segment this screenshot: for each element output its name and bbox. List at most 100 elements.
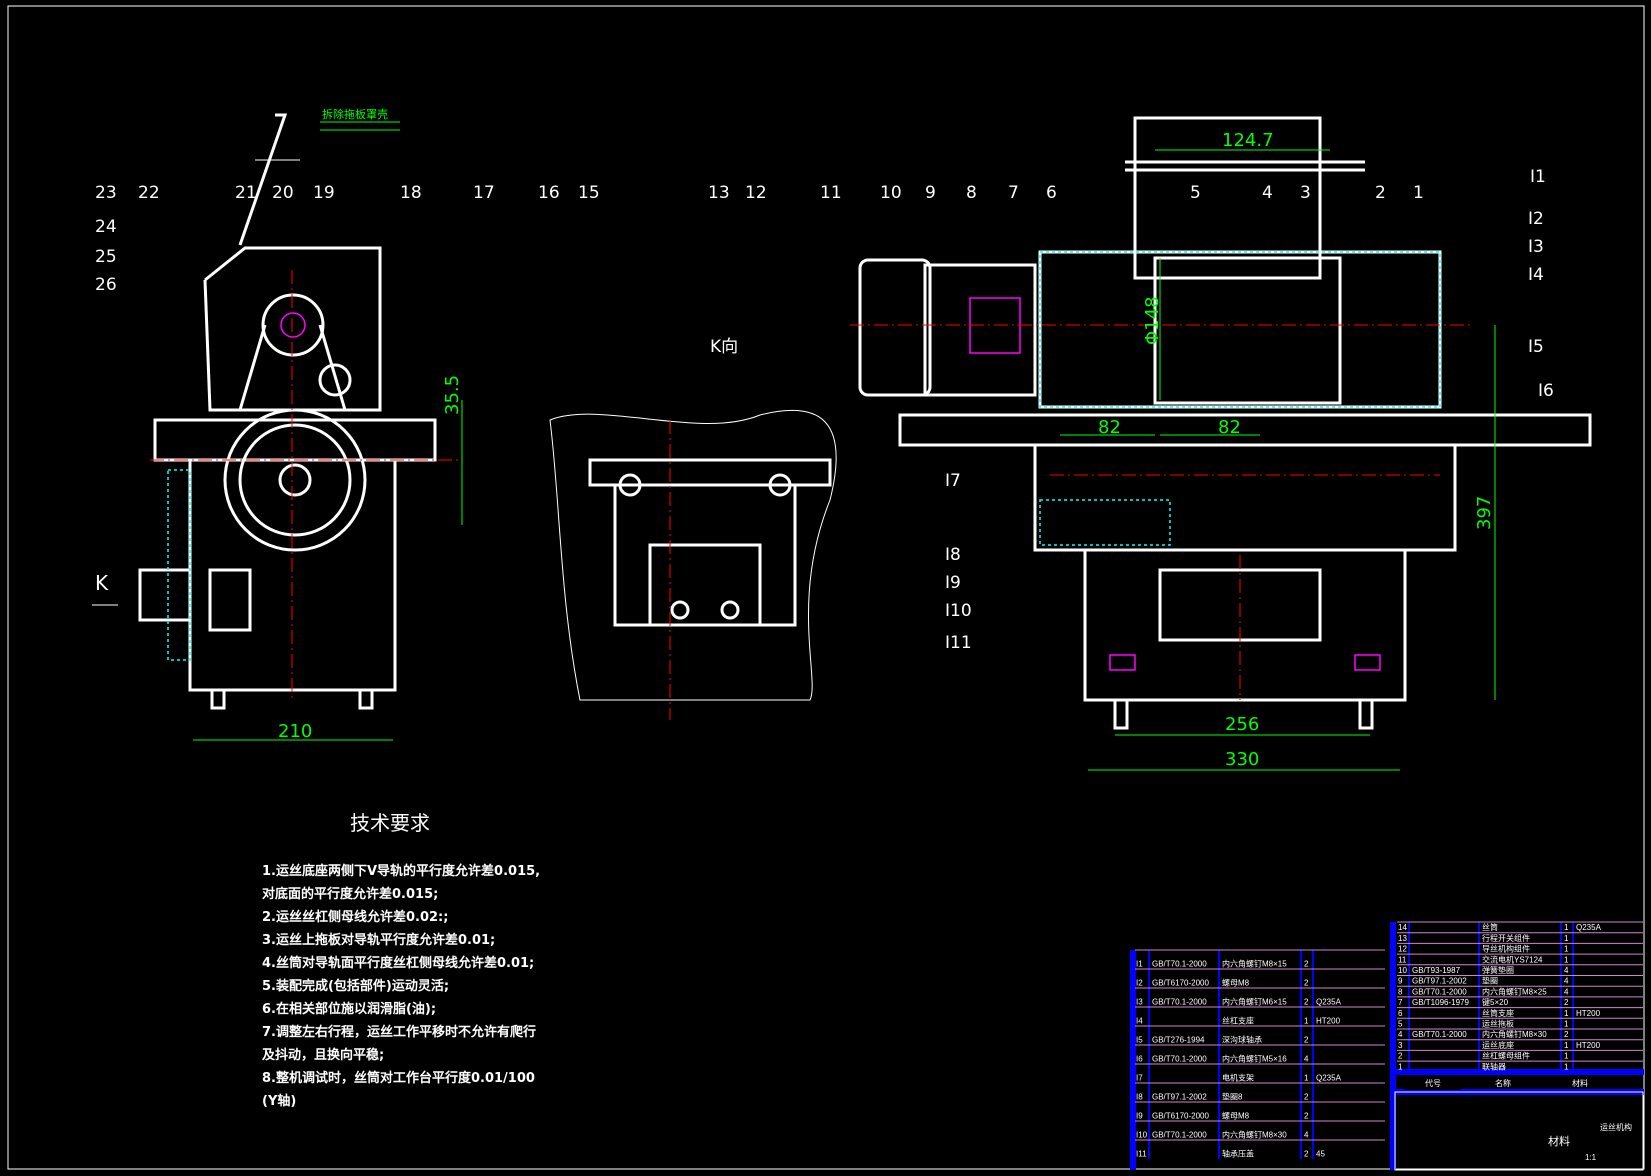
- bom-cell: 9: [1398, 977, 1403, 986]
- balloon-10: 10: [880, 183, 902, 203]
- dim-330: 330: [1225, 749, 1259, 770]
- bom-cell: 内六角螺钉M5×16: [1222, 1054, 1287, 1064]
- bom-cell: 12: [1398, 945, 1407, 954]
- bom-cell: 1: [1304, 1074, 1309, 1083]
- balloon-i11: I11: [945, 633, 972, 653]
- tech-line: 6.在相关部位施以润滑脂(油);: [262, 1001, 436, 1017]
- balloon-i9: I9: [945, 573, 961, 593]
- bom-cell: 7: [1398, 998, 1403, 1007]
- bom-cell: 10: [1398, 966, 1407, 975]
- bom-cell: 弹簧垫圈: [1482, 965, 1514, 975]
- balloon-6: 6: [1046, 183, 1057, 203]
- bom-cell: HT200: [1316, 1017, 1341, 1026]
- bom-cell: GB/T97.1-2002: [1152, 1093, 1207, 1102]
- balloon-7: 7: [1008, 183, 1019, 203]
- dim-124-7: 124.7: [1222, 130, 1274, 151]
- bom-cell: 2: [1304, 960, 1309, 969]
- bom-cell: I11: [1136, 1150, 1147, 1159]
- bom-cell: HT200: [1576, 1009, 1601, 1018]
- bom-cell: 内六角螺钉M8×30: [1482, 1029, 1547, 1039]
- bom-cell: GB/T70.1-2000: [1412, 1030, 1467, 1039]
- bom-cell: 2: [1304, 979, 1309, 988]
- k-arrow-label: K: [95, 571, 109, 595]
- k-view-label: K向: [710, 337, 738, 357]
- bom-cell: 电机支架: [1222, 1073, 1254, 1083]
- bom-cell: 1: [1564, 1020, 1569, 1029]
- balloon-11: 11: [820, 183, 842, 203]
- bom-cell: GB/T6170-2000: [1152, 979, 1209, 988]
- side-view: [138, 113, 463, 741]
- bom-cell: 深沟球轴承: [1222, 1035, 1262, 1045]
- dimensions: 124.7 Φ148 82 82 397 256 330 210 35.5: [278, 130, 1495, 770]
- tech-line: 及抖动，且换向平稳;: [262, 1047, 384, 1063]
- bom-cell: 运丝拖板: [1482, 1019, 1514, 1029]
- balloon-25: 25: [95, 247, 117, 267]
- bom-cell: 2: [1564, 1030, 1569, 1039]
- balloon-labels: 23 22 21 20 19 18 17 16 15 24 25 26 13 1…: [92, 107, 1554, 653]
- bom-cell: Q235A: [1316, 1074, 1342, 1083]
- bom-cell: 2: [1304, 998, 1309, 1007]
- bom-cell: GB/T70.1-2000: [1152, 1131, 1207, 1140]
- bom-cell: GB/T70.1-2000: [1152, 1055, 1207, 1064]
- bom-cell: I3: [1136, 998, 1143, 1007]
- bom-cell: 1: [1564, 955, 1569, 964]
- tech-line: 2.运丝丝杠侧母线允许差0.02:;: [262, 909, 448, 925]
- bom-cell: Q235A: [1576, 923, 1602, 932]
- balloon-i6: I6: [1538, 381, 1554, 401]
- bom-cell: 4: [1304, 1055, 1309, 1064]
- balloon-16: 16: [538, 183, 560, 203]
- bom-cell: GB/T6170-2000: [1152, 1112, 1209, 1121]
- dim-phi148: Φ148: [1142, 296, 1163, 345]
- balloon-13: 13: [708, 183, 730, 203]
- k-view: [549, 409, 837, 720]
- bom-cell: Q235A: [1316, 998, 1342, 1007]
- bom-cell: 2: [1304, 1150, 1309, 1159]
- bom-cell: 行程开关组件: [1482, 933, 1530, 943]
- bom-cell: I7: [1136, 1074, 1143, 1083]
- dim-35-5: 35.5: [442, 375, 463, 415]
- balloon-8: 8: [966, 183, 977, 203]
- bom-cell: 交流电机YS7124: [1482, 954, 1543, 964]
- balloon-3: 3: [1300, 183, 1311, 203]
- bom-cell: 1: [1564, 923, 1569, 932]
- bom-cell: 1: [1398, 1062, 1403, 1071]
- bom-cell: 14: [1398, 923, 1407, 932]
- bom-cell: 11: [1398, 955, 1407, 964]
- bom-cell: 螺母M8: [1222, 1111, 1250, 1121]
- bom-cell: 1: [1564, 1009, 1569, 1018]
- bom-cell: 2: [1304, 1112, 1309, 1121]
- bom-cell: I2: [1136, 979, 1143, 988]
- bom-cell: 垫圈8: [1222, 1092, 1243, 1102]
- balloon-i5: I5: [1528, 337, 1544, 357]
- bom-cell: HT200: [1576, 1041, 1601, 1050]
- bom-cell: 丝杠支座: [1222, 1016, 1254, 1026]
- bom-cell: 垫圈: [1482, 976, 1498, 986]
- bom-cell: 8: [1398, 987, 1403, 996]
- bom-cell: 2: [1398, 1052, 1403, 1061]
- bom-cell: 1: [1564, 1062, 1569, 1071]
- balloon-23: 23: [95, 183, 117, 203]
- bom-cell: GB/T1096-1979: [1412, 998, 1469, 1007]
- drawing-border: [7, 5, 1645, 1170]
- balloon-26: 26: [95, 275, 117, 295]
- bom-cell: 4: [1398, 1030, 1403, 1039]
- bom-cell: 4: [1564, 977, 1569, 986]
- balloon-15: 15: [578, 183, 600, 203]
- bom-cell: I5: [1136, 1036, 1143, 1045]
- bom-cell: 内六角螺钉M8×25: [1482, 986, 1547, 996]
- balloon-1: 1: [1413, 183, 1424, 203]
- bom-cell: 1: [1564, 945, 1569, 954]
- bom-cell: 1: [1564, 934, 1569, 943]
- bom-cell: 1: [1304, 1017, 1309, 1026]
- balloon-i2: I2: [1528, 209, 1544, 229]
- balloon-21: 21: [235, 183, 257, 203]
- bom-cell: 1: [1564, 1041, 1569, 1050]
- bom-cell: 45: [1316, 1150, 1325, 1159]
- bom-cell: 联轴器: [1482, 1061, 1506, 1071]
- title-name: 运丝机构: [1600, 1122, 1632, 1132]
- dim-82-right: 82: [1218, 417, 1241, 438]
- tech-line: 5.装配完成(包括部件)运动灵活;: [262, 978, 449, 994]
- bom-cell: 13: [1398, 934, 1407, 943]
